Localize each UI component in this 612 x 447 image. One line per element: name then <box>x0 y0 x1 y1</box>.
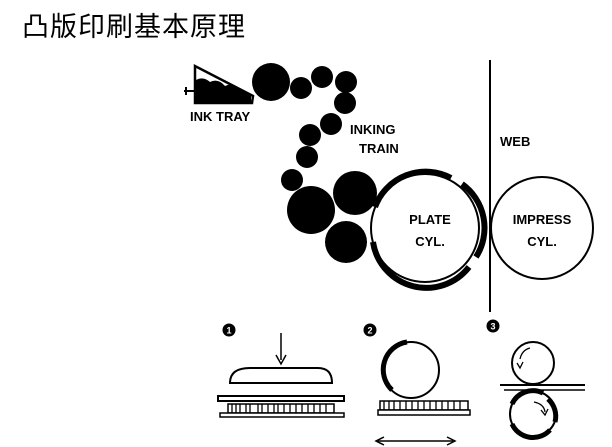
impress-cyl-label-line1: IMPRESS <box>513 212 572 227</box>
plate-cylinder <box>370 168 488 291</box>
step-1-diagram: 1 <box>217 323 345 418</box>
ink-tray-label: INK TRAY <box>190 109 251 124</box>
impression-cylinder <box>490 176 594 280</box>
inking-train-label-line2: TRAIN <box>359 141 399 156</box>
step-2-badge <box>363 323 377 337</box>
step-2-diagram: 2 <box>363 323 471 446</box>
step-3-diagram: 3 <box>486 319 585 441</box>
step-2-number: 2 <box>367 326 372 336</box>
page-title: 凸版印刷基本原理 <box>22 12 246 43</box>
ink-tray <box>184 63 255 105</box>
web-label: WEB <box>500 134 530 149</box>
step-1-badge <box>222 323 236 337</box>
step-1-number: 1 <box>226 326 231 336</box>
impress-cyl-label-line2: CYL. <box>527 234 557 249</box>
step-3-badge <box>486 319 500 333</box>
inking-train-rollers <box>252 63 377 263</box>
plate-cyl-label-line2: CYL. <box>415 234 445 249</box>
inking-train-label-line1: INKING <box>350 122 396 137</box>
plate-cyl-label-line1: PLATE <box>409 212 451 227</box>
step-3-number: 3 <box>490 322 495 332</box>
